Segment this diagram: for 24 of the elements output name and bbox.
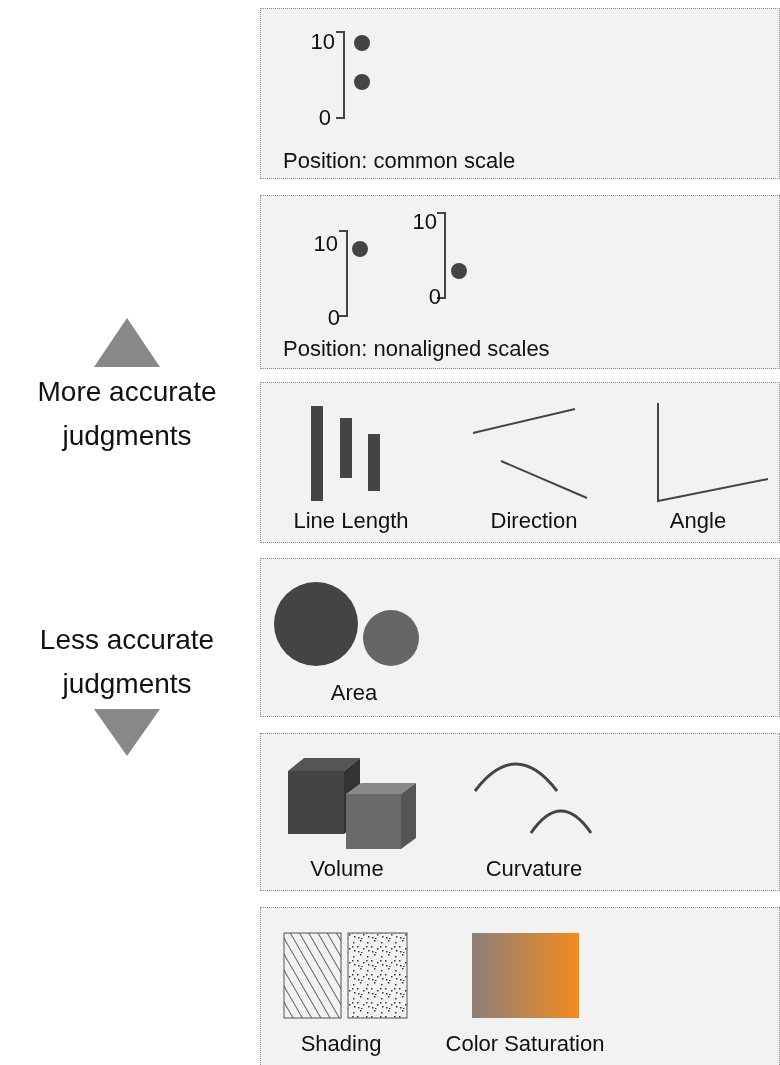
encoding-label: Curvature [485, 856, 583, 882]
axis-tick-label: 10 [310, 29, 335, 55]
encoding-panel [260, 733, 780, 891]
encoding-label: Shading [300, 1031, 382, 1057]
encoding-panel [260, 8, 780, 179]
axis-tick-label: 0 [318, 105, 331, 131]
encoding-label: Direction [490, 508, 578, 534]
accuracy-label: More accurate judgments [36, 375, 218, 453]
encoding-panel [260, 382, 780, 543]
encoding-label: Color Saturation [445, 1031, 605, 1057]
axis-tick-label: 0 [428, 284, 441, 310]
axis-tick-label: 10 [313, 231, 338, 257]
encoding-panel [260, 907, 780, 1065]
encoding-label: Position: common scale [283, 148, 516, 174]
encoding-label: Area [330, 680, 378, 706]
axis-tick-label: 0 [327, 305, 340, 331]
encoding-label: Angle [669, 508, 727, 534]
encoding-label: Volume [310, 856, 384, 882]
encoding-label: Position: nonaligned scales [283, 336, 550, 362]
encoding-panel [260, 558, 780, 717]
encoding-panel [260, 195, 780, 369]
axis-tick-label: 10 [412, 209, 437, 235]
encoding-label: Line Length [293, 508, 409, 534]
accuracy-label: Less accurate judgments [38, 623, 216, 701]
